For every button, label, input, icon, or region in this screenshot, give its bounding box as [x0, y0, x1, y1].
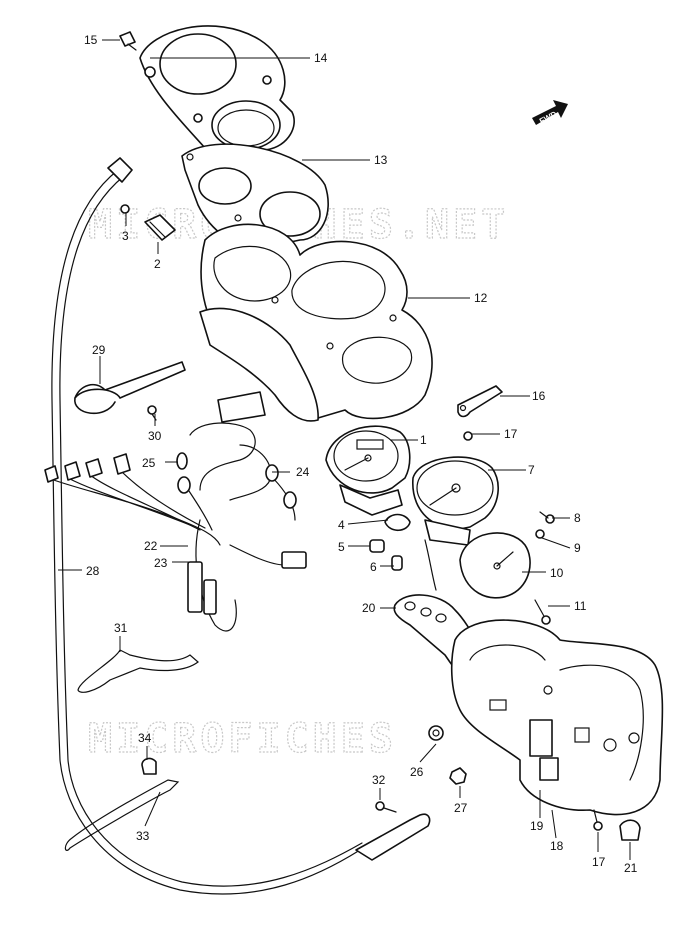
callout-25: 25 [142, 456, 156, 470]
callout-16: 16 [532, 389, 546, 403]
clamp-wire [77, 649, 199, 693]
harness-bracket [74, 361, 186, 415]
callout-9: 9 [574, 541, 581, 555]
callout-21: 21 [624, 861, 638, 875]
speedometer [325, 425, 411, 516]
nut-27 [449, 767, 467, 785]
callout-24: 24 [296, 465, 310, 479]
callout-17-lower: 17 [592, 855, 606, 869]
callout-1: 1 [420, 433, 427, 447]
callout-10: 10 [550, 566, 564, 580]
leader-lines [58, 39, 631, 860]
callout-7: 7 [528, 463, 535, 477]
gauge [459, 532, 531, 599]
callout-33: 33 [136, 829, 150, 843]
callout-20: 20 [362, 601, 376, 615]
callout-31: 31 [114, 621, 128, 635]
callout-22: 22 [144, 539, 158, 553]
callout-15: 15 [84, 33, 98, 47]
forward-arrow-icon: FWD [532, 100, 568, 126]
callout-4: 4 [338, 518, 345, 532]
callout-11: 11 [574, 599, 587, 613]
callout-5: 5 [338, 540, 345, 554]
meter-bracket [139, 25, 295, 151]
screw-17-upper [463, 431, 473, 441]
stay-bracket [457, 385, 503, 418]
meter-cushion [181, 143, 329, 250]
cap-nut-21 [619, 819, 641, 841]
washer-9 [535, 529, 545, 539]
screw-15 [119, 31, 137, 51]
nut-26 [428, 725, 444, 741]
tachometer [412, 456, 499, 546]
callout-32: 32 [372, 773, 386, 787]
callout-17-upper: 17 [504, 427, 518, 441]
callout-6: 6 [370, 560, 377, 574]
watermark-bottom: MICROFICHES [88, 716, 397, 762]
wiring-harness [44, 391, 307, 632]
meter-wire [424, 539, 437, 591]
screw-32 [375, 801, 397, 813]
callout-8: 8 [574, 511, 581, 525]
callout-3: 3 [122, 229, 129, 243]
callout-18: 18 [550, 839, 564, 853]
callout-12: 12 [474, 291, 488, 305]
lamp-bulb-6 [391, 555, 403, 571]
callout-34: 34 [138, 731, 152, 745]
screw-3 [120, 204, 130, 214]
callout-2: 2 [154, 257, 161, 271]
callout-30: 30 [148, 429, 162, 443]
callout-26: 26 [410, 765, 424, 779]
callout-23: 23 [154, 556, 168, 570]
meter-lamp-socket-2 [144, 214, 176, 241]
screw-8 [539, 511, 555, 524]
callout-29: 29 [92, 343, 106, 357]
callout-28: 28 [86, 564, 100, 578]
callout-19: 19 [530, 819, 544, 833]
lower-case [450, 619, 664, 816]
grommet-34 [141, 757, 157, 775]
screw-11 [534, 599, 551, 625]
screw-17-lower [593, 809, 603, 831]
speedometer-cable [51, 157, 431, 895]
meter-case [199, 223, 433, 422]
callout-13: 13 [374, 153, 388, 167]
lamp-bulb-5 [369, 539, 385, 553]
cable-clamp [64, 779, 180, 851]
callout-27: 27 [454, 801, 468, 815]
callout-14: 14 [314, 51, 328, 65]
lamp-socket-4 [384, 513, 411, 532]
